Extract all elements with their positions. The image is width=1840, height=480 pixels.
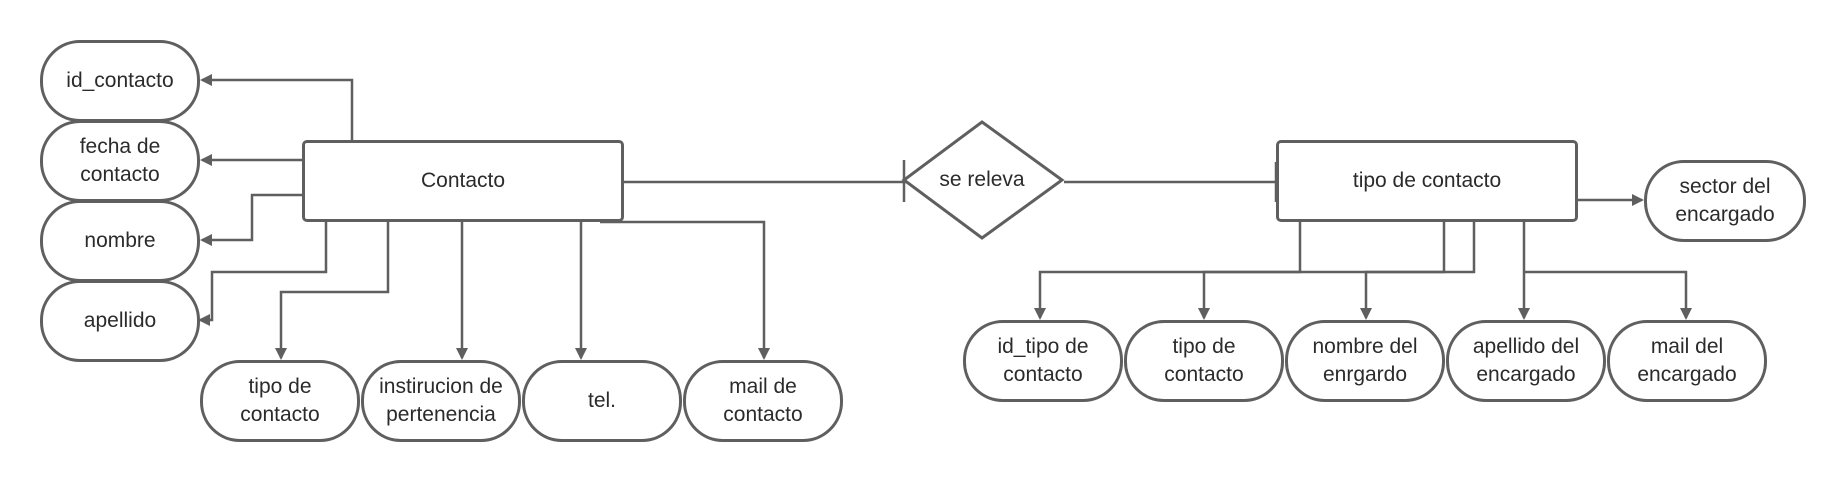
attr-fecha-de-contacto[interactable]: fecha de contacto xyxy=(40,120,200,202)
connector-id-tipo xyxy=(1034,222,1302,320)
attr-nombre[interactable]: nombre xyxy=(40,200,200,282)
attr-nombre-del-enrgardo[interactable]: nombre del enrgardo xyxy=(1285,320,1445,402)
attr-instirucion-de-pertenencia[interactable]: instirucion de pertenencia xyxy=(361,360,521,442)
connector-mail-enc xyxy=(1524,270,1692,320)
attr-apellido-del-encargado[interactable]: apellido del encargado xyxy=(1446,320,1606,402)
attr-sector-del-encargado[interactable]: sector del encargado xyxy=(1644,160,1806,242)
attr-id-tipo-de-contacto[interactable]: id_tipo de contacto xyxy=(963,320,1123,402)
attr-tipo-de-contacto[interactable]: tipo de contacto xyxy=(200,360,360,442)
connector-tipo2 xyxy=(1198,222,1446,320)
connector-nombre xyxy=(200,193,302,246)
relationship-label: se releva xyxy=(939,168,1025,191)
entity-contacto[interactable]: Contacto xyxy=(302,140,624,222)
attr-mail-del-encargado[interactable]: mail del encargado xyxy=(1607,320,1767,402)
connector-mail xyxy=(600,220,770,360)
attr-tel[interactable]: tel. xyxy=(522,360,682,442)
entity-tipo-de-contacto[interactable]: tipo de contacto xyxy=(1276,140,1578,222)
relationship-diamond xyxy=(901,120,1065,240)
attr-mail-de-contacto[interactable]: mail de contacto xyxy=(683,360,843,442)
connector-tipo xyxy=(275,222,390,360)
attr-id-contacto[interactable]: id_contacto xyxy=(40,40,200,122)
connector-nombre-enc xyxy=(1360,222,1476,320)
attr-tipo-de-contacto-2[interactable]: tipo de contacto xyxy=(1124,320,1284,402)
connector-id-contacto xyxy=(200,74,354,140)
connector-apellido xyxy=(198,222,328,326)
attr-apellido[interactable]: apellido xyxy=(40,280,200,362)
